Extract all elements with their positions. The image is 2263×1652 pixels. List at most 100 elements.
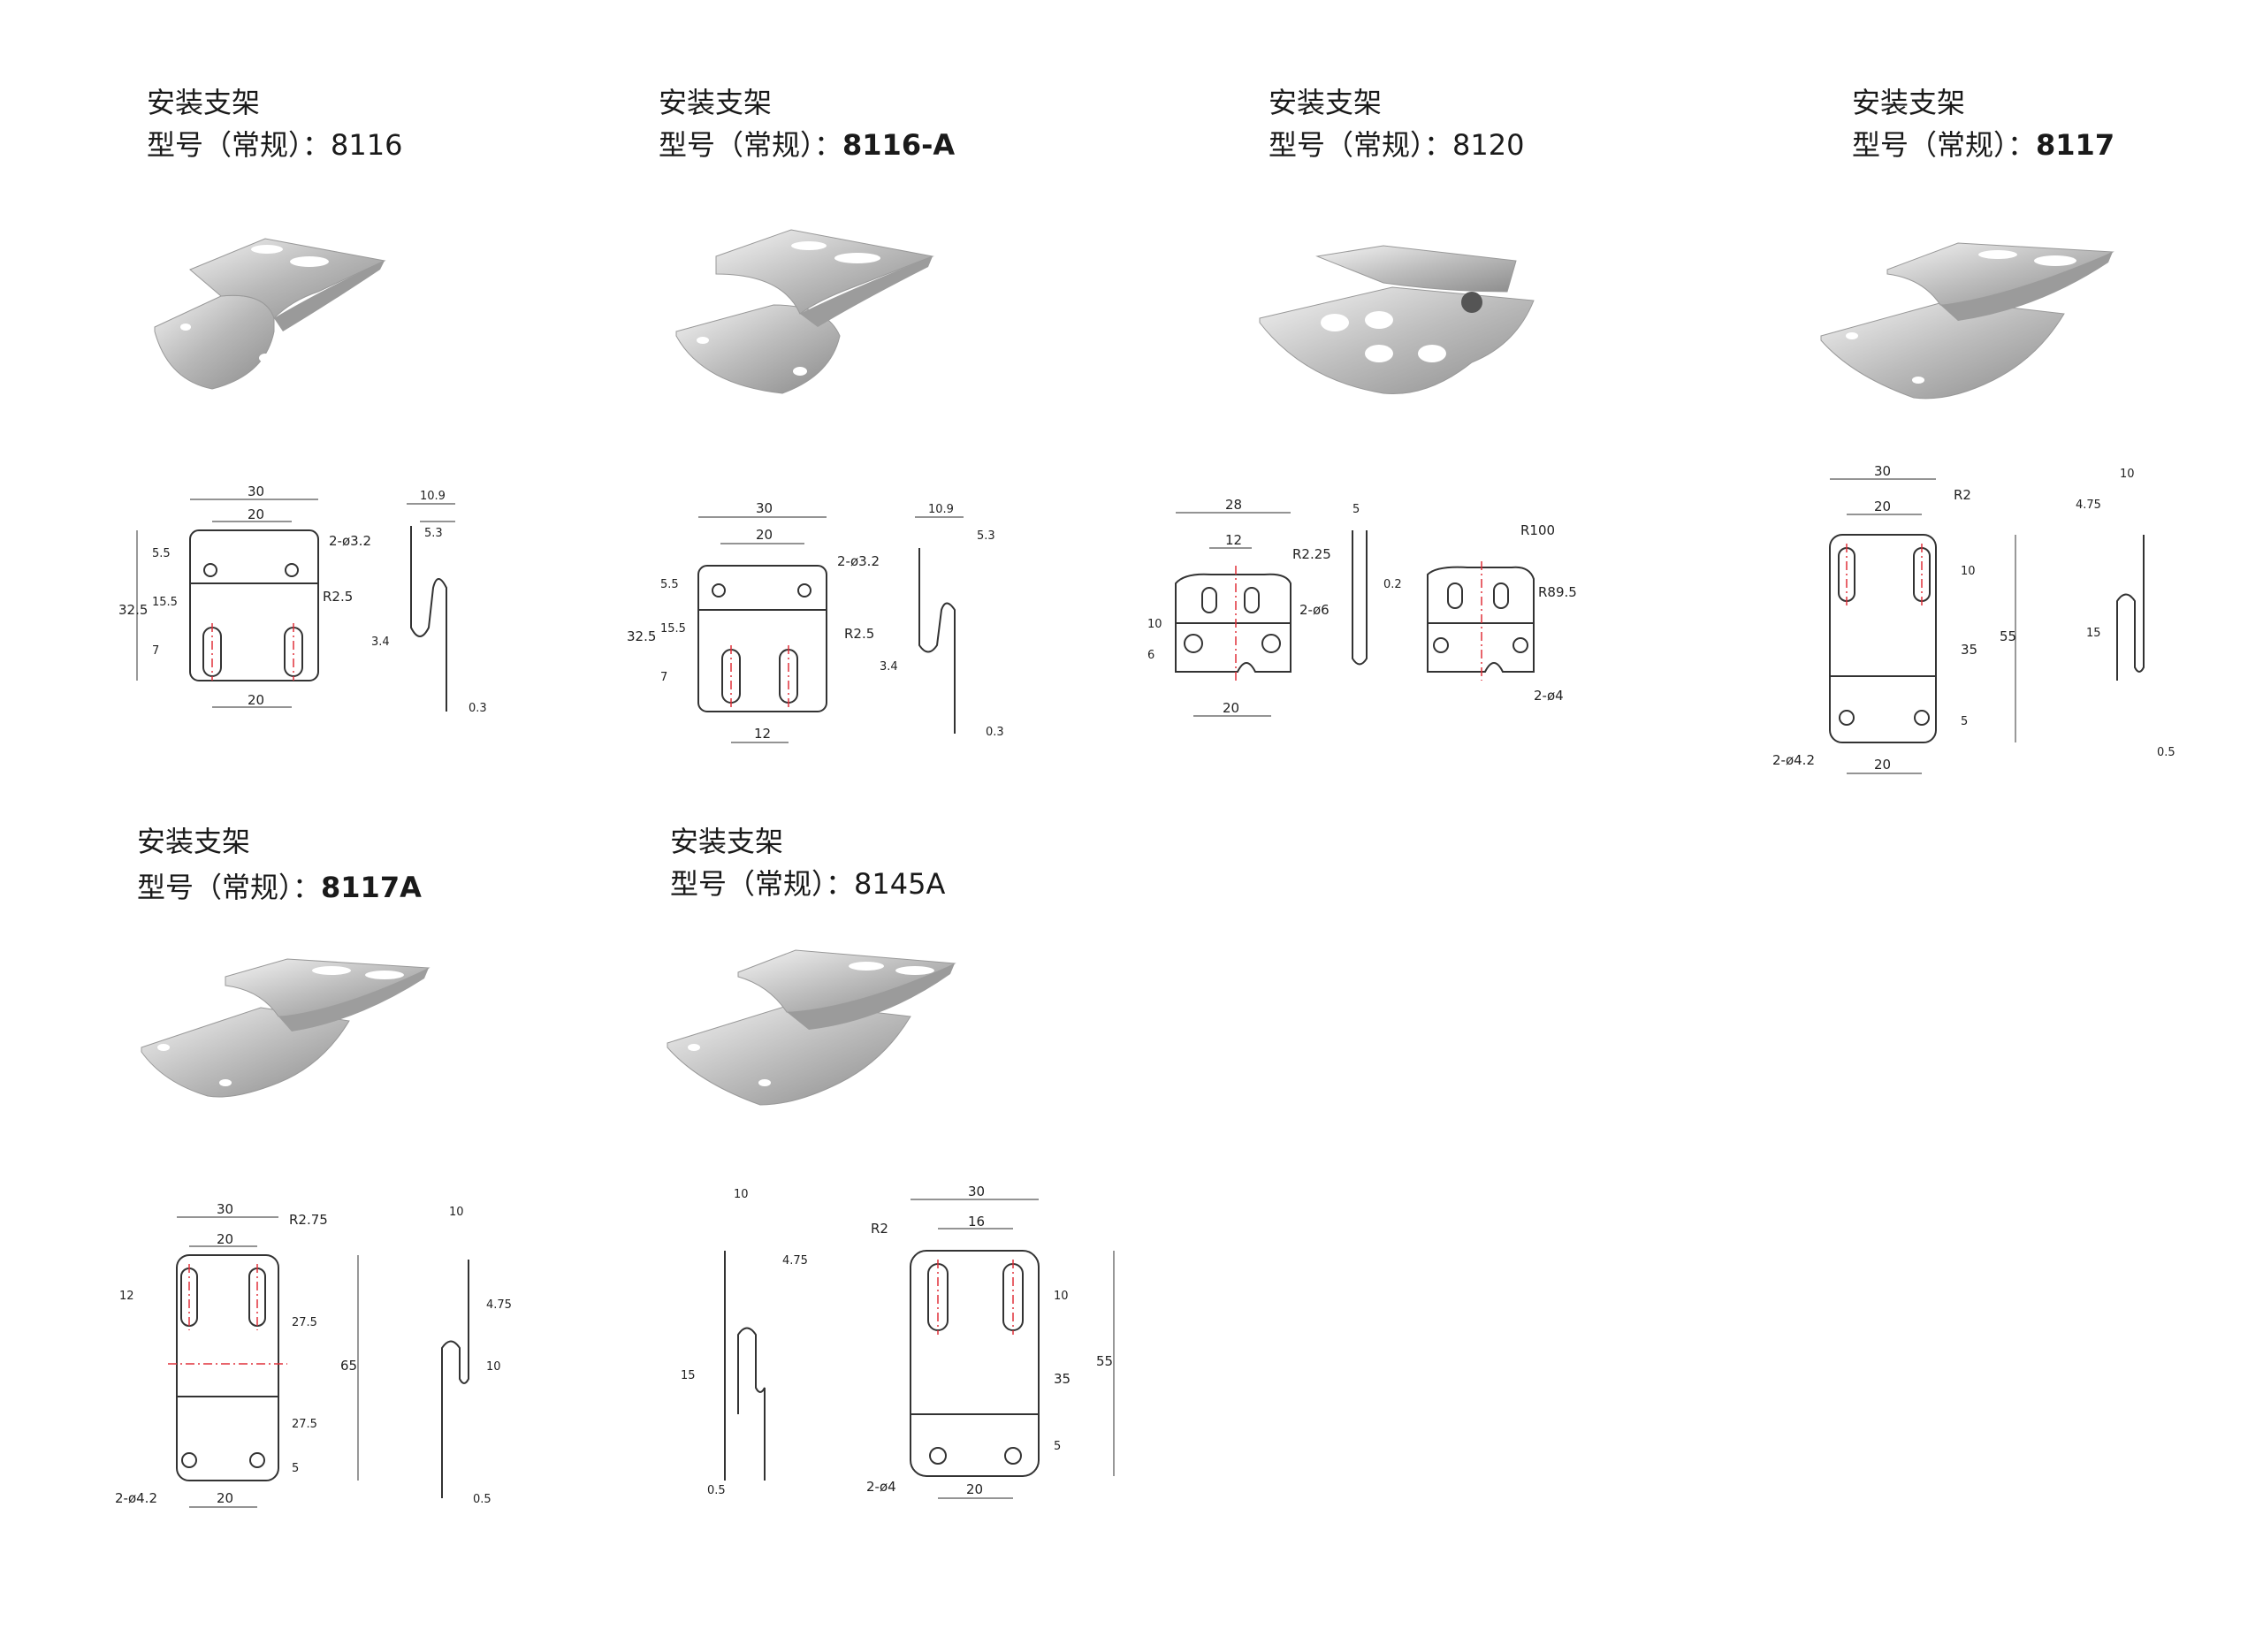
dim-depth: 10.9: [420, 490, 446, 503]
model-line: 型号（常规）：8116-A: [659, 124, 955, 166]
dim-depth-inner: 4.75: [782, 1254, 808, 1268]
dim-slot-height: 10: [1961, 565, 1976, 578]
dim-lip: 3.4: [880, 660, 898, 674]
dim-hole-label: 2-ø6: [1299, 602, 1330, 618]
dim-hole-label: 2-ø4.2: [1772, 752, 1815, 768]
product-title: 安装支架 型号（常规）：8120: [1269, 81, 1524, 166]
dim-slot-radius: R2.5: [844, 626, 874, 642]
dim-bottom-width: 20: [217, 1490, 233, 1506]
model-number: 8116-A: [842, 128, 956, 162]
dim-bottom-width: 20: [248, 692, 264, 708]
dim-slot-radius: R2.5: [323, 589, 353, 605]
dim-side-height: 15: [681, 1369, 696, 1382]
product-title: 安装支架 型号（常规）：8116: [147, 81, 402, 166]
model-line: 型号（常规）：8120: [1269, 124, 1524, 166]
dim-thickness: 0.3: [469, 702, 487, 715]
technical-drawing: 30 20 20 R2.75 12 27.5 27.5 65 5 2-ø4.2 …: [115, 1201, 512, 1508]
model-prefix: 型号（常规）：: [670, 867, 855, 901]
dim-slot-radius: R2: [1954, 487, 1971, 503]
model-line: 型号（常规）：8117A: [137, 866, 422, 909]
product-photo: [1259, 245, 1535, 395]
dim-depth: 10.9: [928, 503, 954, 516]
dim-height: 65: [340, 1358, 357, 1374]
dim-depth-inner: 5.3: [424, 527, 443, 540]
model-number: 8117A: [321, 871, 422, 904]
technical-drawing: 30 20 20 32.5 5.5 15.5 7 2-ø3.2 R2.5 10.…: [118, 483, 487, 715]
technical-drawing: 30 20 12 32.5 5.5 15.5 7 2-ø3.2 R2.5 10.…: [627, 500, 1004, 743]
dim-top-offset: 5.5: [660, 578, 679, 591]
dim-bottom-offset: 5: [292, 1462, 299, 1475]
dim-depth: 5: [1352, 503, 1360, 516]
technical-drawing: 10 4.75 15 0.5 30 16 20 R2 10 35 55 5 2-…: [681, 1184, 1115, 1499]
dim-hole-label: 2-ø3.2: [837, 553, 880, 569]
dim-width: 30: [217, 1201, 233, 1217]
product-photo: [141, 958, 431, 1098]
dim-depth-inner: 4.75: [486, 1298, 512, 1312]
dim-side-height: 15: [2086, 627, 2101, 640]
product-name: 安装支架: [147, 86, 261, 119]
dim-h2: 6: [1147, 649, 1154, 662]
dim-bottom-offset: 5: [1961, 715, 1968, 728]
dim-height: 32.5: [627, 628, 656, 644]
dim-bottom-width: 20: [1223, 700, 1239, 716]
dim-bottom-offset: 5: [1054, 1440, 1061, 1453]
dim-hole-spacing: 20: [1874, 499, 1891, 514]
dim-h1: 10: [1147, 618, 1162, 631]
dim-hole-spacing: 20: [248, 506, 264, 522]
model-number: 8117: [2036, 128, 2115, 162]
product-title: 安装支架 型号（常规）：8117: [1852, 81, 2114, 166]
model-number: 8145A: [854, 867, 946, 901]
model-prefix: 型号（常规）：: [137, 871, 322, 904]
dim-bottom-width: 20: [1874, 757, 1891, 773]
model-prefix: 型号（常规）：: [1269, 128, 1453, 162]
dim-middle: 15.5: [660, 622, 686, 636]
dim-lip: 3.4: [371, 636, 390, 649]
dim-hole-spacing: 12: [1225, 532, 1242, 548]
dim-depth: 10: [449, 1206, 464, 1219]
dim-depth-inner: 4.75: [2076, 499, 2101, 512]
dim-hole-spacing: 20: [756, 527, 773, 543]
dim-middle: 35: [1961, 642, 1977, 658]
technical-drawing: 30 20 20 R2 10 35 55 5 2-ø4.2 10 4.75 15…: [1772, 463, 2175, 774]
model-number: 8116: [331, 128, 403, 162]
dim-thickness: 0.3: [986, 726, 1004, 739]
dim-hole-label: 2-ø3.2: [329, 533, 371, 549]
product-photo: [675, 229, 934, 394]
dim-slot: 7: [152, 644, 159, 658]
dim-hole-spacing: 20: [217, 1231, 233, 1247]
product-name: 安装支架: [137, 825, 251, 858]
product-name: 安装支架: [670, 825, 784, 858]
dim-hole-spacing: 16: [968, 1214, 985, 1229]
model-line: 型号（常规）：8117: [1852, 124, 2114, 166]
model-number: 8120: [1452, 128, 1525, 162]
dim-radius-side: R89.5: [1538, 584, 1577, 600]
dim-thickness: 0.2: [1383, 578, 1402, 591]
dim-thickness: 0.5: [707, 1484, 726, 1497]
dim-width: 28: [1225, 497, 1242, 513]
product-name: 安装支架: [659, 86, 773, 119]
model-prefix: 型号（常规）：: [1852, 128, 2037, 162]
dim-depth: 10: [2120, 468, 2135, 481]
technical-drawing: 28 12 20 10 6 R2.25 2-ø6 5 0.2 R100 R89.…: [1147, 497, 1577, 717]
product-title: 安装支架 型号（常规）：8145A: [670, 820, 945, 905]
dim-height: 55: [2000, 628, 2016, 644]
product-photo: [1820, 242, 2114, 400]
product-title: 安装支架 型号（常规）：8117A: [137, 820, 422, 909]
dim-height: 32.5: [118, 602, 148, 618]
dim-lower: 27.5: [292, 1418, 317, 1431]
dim-bottom-width: 12: [754, 726, 771, 742]
product-title: 安装支架 型号（常规）：8116-A: [659, 81, 955, 166]
dim-thickness: 0.5: [473, 1493, 491, 1506]
dim-hole-label: 2-ø4: [866, 1479, 896, 1495]
model-line: 型号（常规）：8116: [147, 124, 402, 166]
dim-hole2-label: 2-ø4: [1534, 688, 1564, 704]
dim-width: 30: [968, 1184, 985, 1199]
dim-hole-label: 2-ø4.2: [115, 1490, 157, 1506]
model-prefix: 型号（常规）：: [659, 128, 843, 162]
dim-slot-radius: R2.75: [289, 1212, 328, 1228]
dim-slot-height: 10: [1054, 1290, 1069, 1303]
model-prefix: 型号（常规）：: [147, 128, 331, 162]
dim-width: 30: [756, 500, 773, 516]
dim-height: 55: [1096, 1353, 1113, 1369]
dim-slot-radius: R2.25: [1292, 546, 1331, 562]
